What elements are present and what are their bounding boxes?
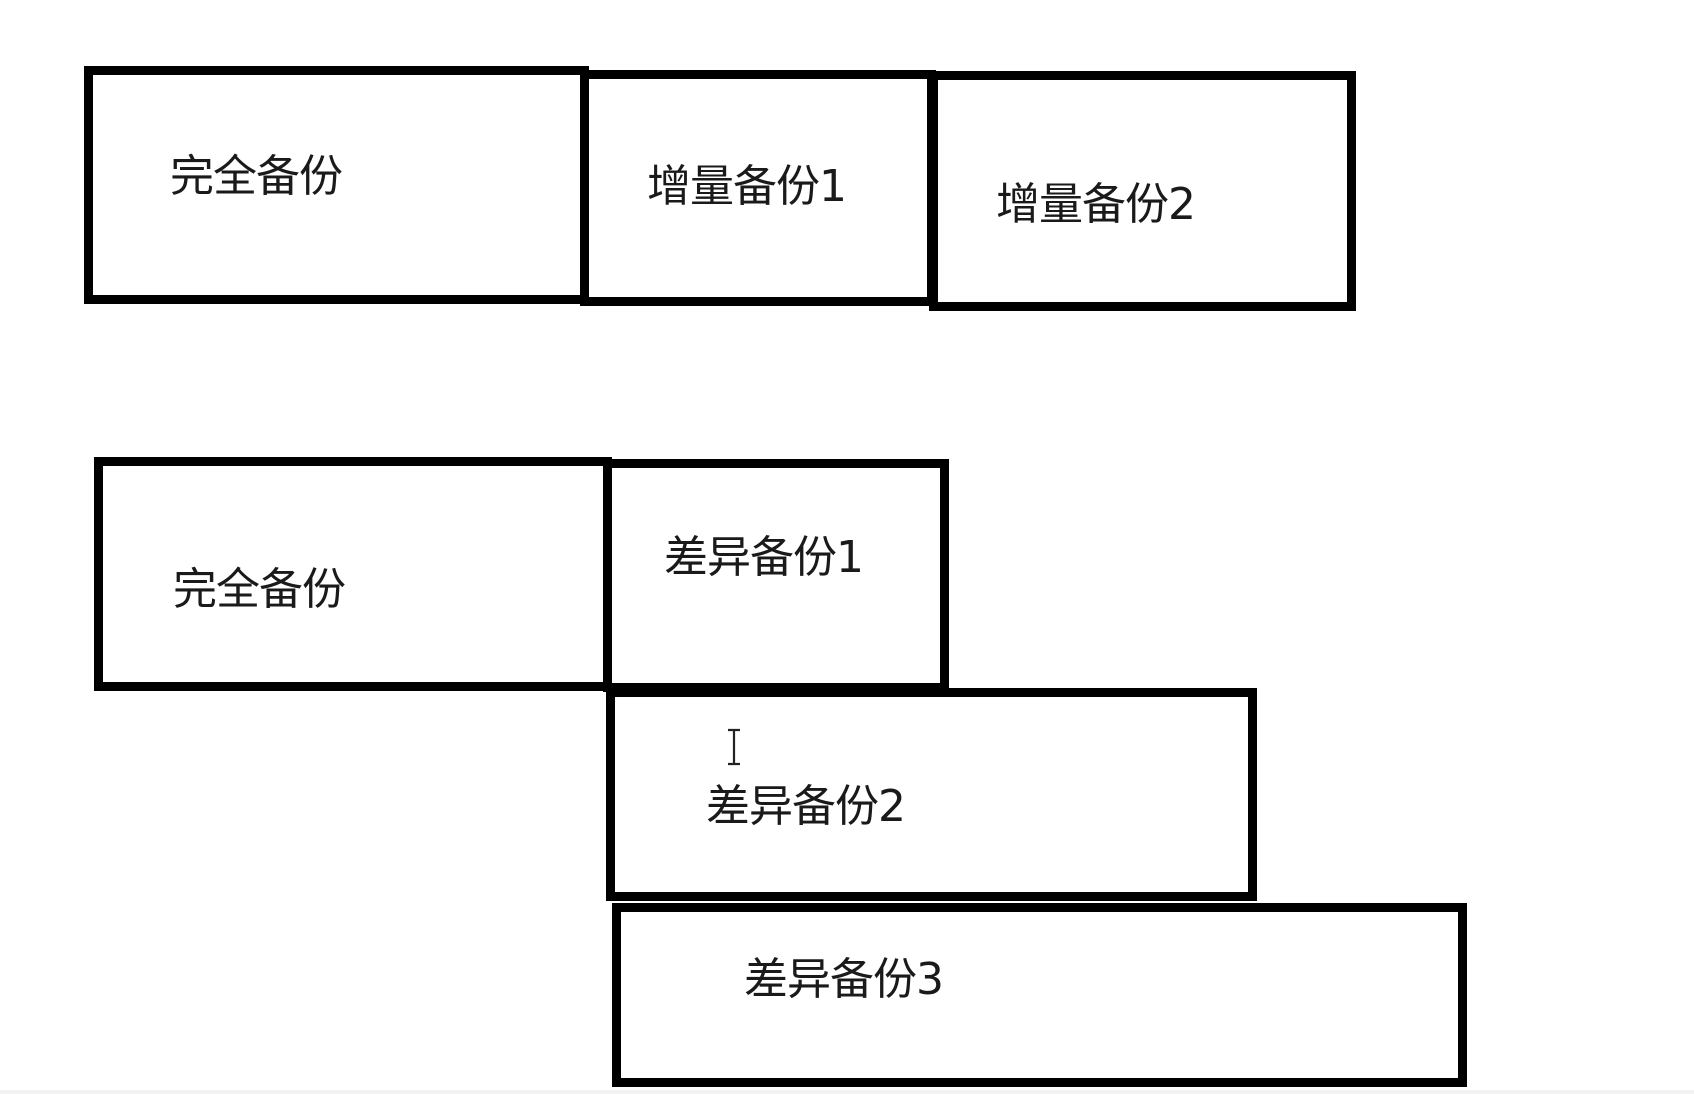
- incremental-backup-2-label: 增量备份2: [996, 179, 1196, 230]
- incremental-backup-1-label: 增量备份1: [647, 161, 847, 212]
- full-backup-label-top: 完全备份: [170, 151, 343, 202]
- differential-backup-3-box: [612, 903, 1467, 1087]
- differential-backup-1-box: [603, 459, 949, 692]
- text-cursor-icon: [728, 728, 740, 766]
- differential-backup-2-box: [606, 688, 1257, 901]
- full-backup-label-bottom: 完全备份: [173, 564, 346, 615]
- incremental-backup-2-box: [929, 71, 1356, 311]
- bottom-edge-strip: [0, 1090, 1694, 1094]
- full-backup-box-top: [84, 66, 589, 304]
- differential-backup-1-label: 差异备份1: [664, 532, 864, 583]
- incremental-backup-1-box: [580, 70, 936, 306]
- differential-backup-2-label: 差异备份2: [706, 781, 906, 832]
- differential-backup-3-label: 差异备份3: [744, 954, 944, 1005]
- full-backup-box-bottom: [94, 457, 612, 691]
